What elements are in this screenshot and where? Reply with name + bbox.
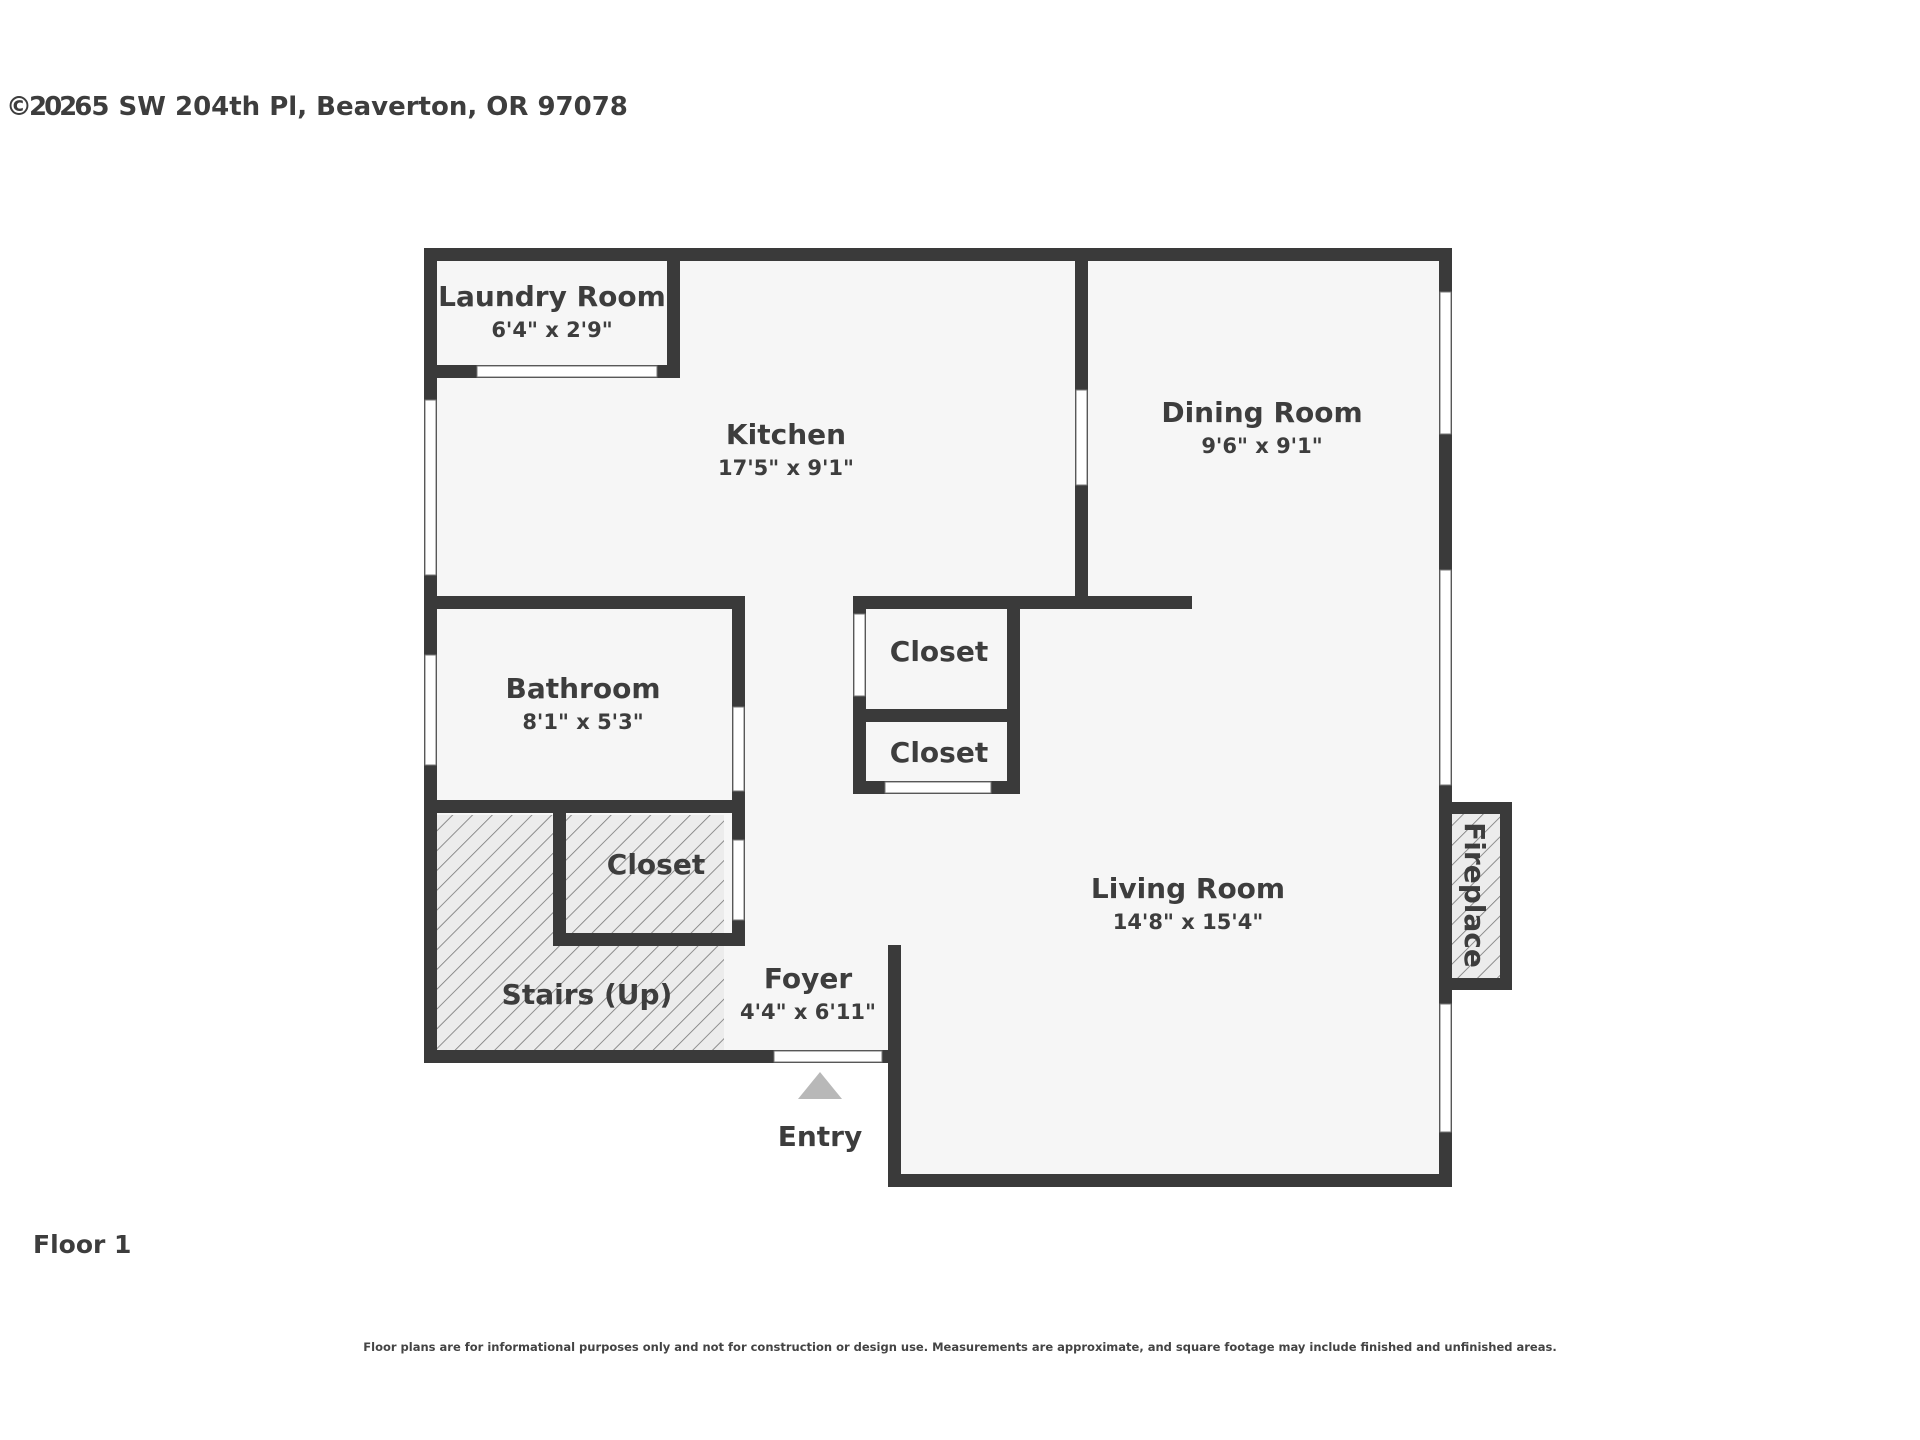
copyright-mark: ©2026 <box>6 92 92 122</box>
wall-fireplace-top <box>1439 802 1512 814</box>
closet1-name: Closet <box>890 635 988 668</box>
closet2-door <box>884 781 992 794</box>
living-name: Living Room <box>1091 872 1285 905</box>
living-window-upper <box>1439 569 1452 786</box>
address-text: 5 SW 204th Pl, Beaverton, OR 97078 <box>91 92 628 122</box>
bathroom-name: Bathroom <box>505 672 660 705</box>
wall-laundry-right <box>667 248 680 378</box>
kitchen-dining-opening <box>1075 389 1088 486</box>
wall-fireplace-bottom <box>1439 978 1512 990</box>
kitchen-dims: 17'5" x 9'1" <box>718 456 854 480</box>
kitchen-left-window <box>424 399 437 576</box>
wall-closets-mid <box>853 709 1020 722</box>
dining-dims: 9'6" x 9'1" <box>1201 434 1322 458</box>
wall-bottom-living <box>888 1174 1452 1187</box>
closet1-door <box>853 613 866 697</box>
room-labels: Laundry Room 6'4" x 2'9" Kitchen 17'5" x… <box>438 280 1491 1153</box>
disclaimer-text: Floor plans are for informational purpos… <box>363 1340 1557 1354</box>
living-lower-area <box>893 1051 1450 1184</box>
closet3-name: Closet <box>607 848 705 881</box>
foyer-name: Foyer <box>764 962 852 995</box>
wall-closets-right <box>1007 596 1020 794</box>
windows-and-openings <box>424 291 1452 1133</box>
wall-closet3-left <box>553 800 566 945</box>
living-dims: 14'8" x 15'4" <box>1113 910 1264 934</box>
wall-bath-bottom <box>424 800 745 813</box>
laundry-dims: 6'4" x 2'9" <box>491 318 612 342</box>
floor-label: Floor 1 <box>33 1230 132 1259</box>
wall-bath-top <box>424 596 745 609</box>
wall-dining-bottom <box>855 596 1192 609</box>
dining-window <box>1439 291 1452 435</box>
bathroom-dims: 8'1" x 5'3" <box>522 710 643 734</box>
foyer-dims: 4'4" x 6'11" <box>740 1000 876 1024</box>
closet2-name: Closet <box>890 736 988 769</box>
entry-label: Entry <box>778 1120 863 1153</box>
closet3-door <box>732 839 745 921</box>
wall-top <box>424 248 1452 261</box>
wall-fireplace-right <box>1500 802 1512 990</box>
bath-door <box>732 706 745 792</box>
laundry-name: Laundry Room <box>438 280 666 313</box>
bath-window <box>424 654 437 766</box>
dining-name: Dining Room <box>1161 396 1362 429</box>
living-window-lower <box>1439 1003 1452 1133</box>
fireplace-area <box>1450 808 1506 982</box>
laundry-opening <box>476 365 658 378</box>
wall-living-left <box>888 945 901 1186</box>
stairs-name: Stairs (Up) <box>502 978 673 1011</box>
kitchen-name: Kitchen <box>726 418 846 451</box>
fireplace-name: Fireplace <box>1458 822 1491 968</box>
address-header: ©20265 SW 204th Pl, Beaverton, OR 97078 <box>6 92 628 122</box>
wall-closet3-bottom <box>553 933 745 946</box>
entry-arrow-icon <box>798 1072 842 1099</box>
entry-door <box>773 1050 883 1063</box>
